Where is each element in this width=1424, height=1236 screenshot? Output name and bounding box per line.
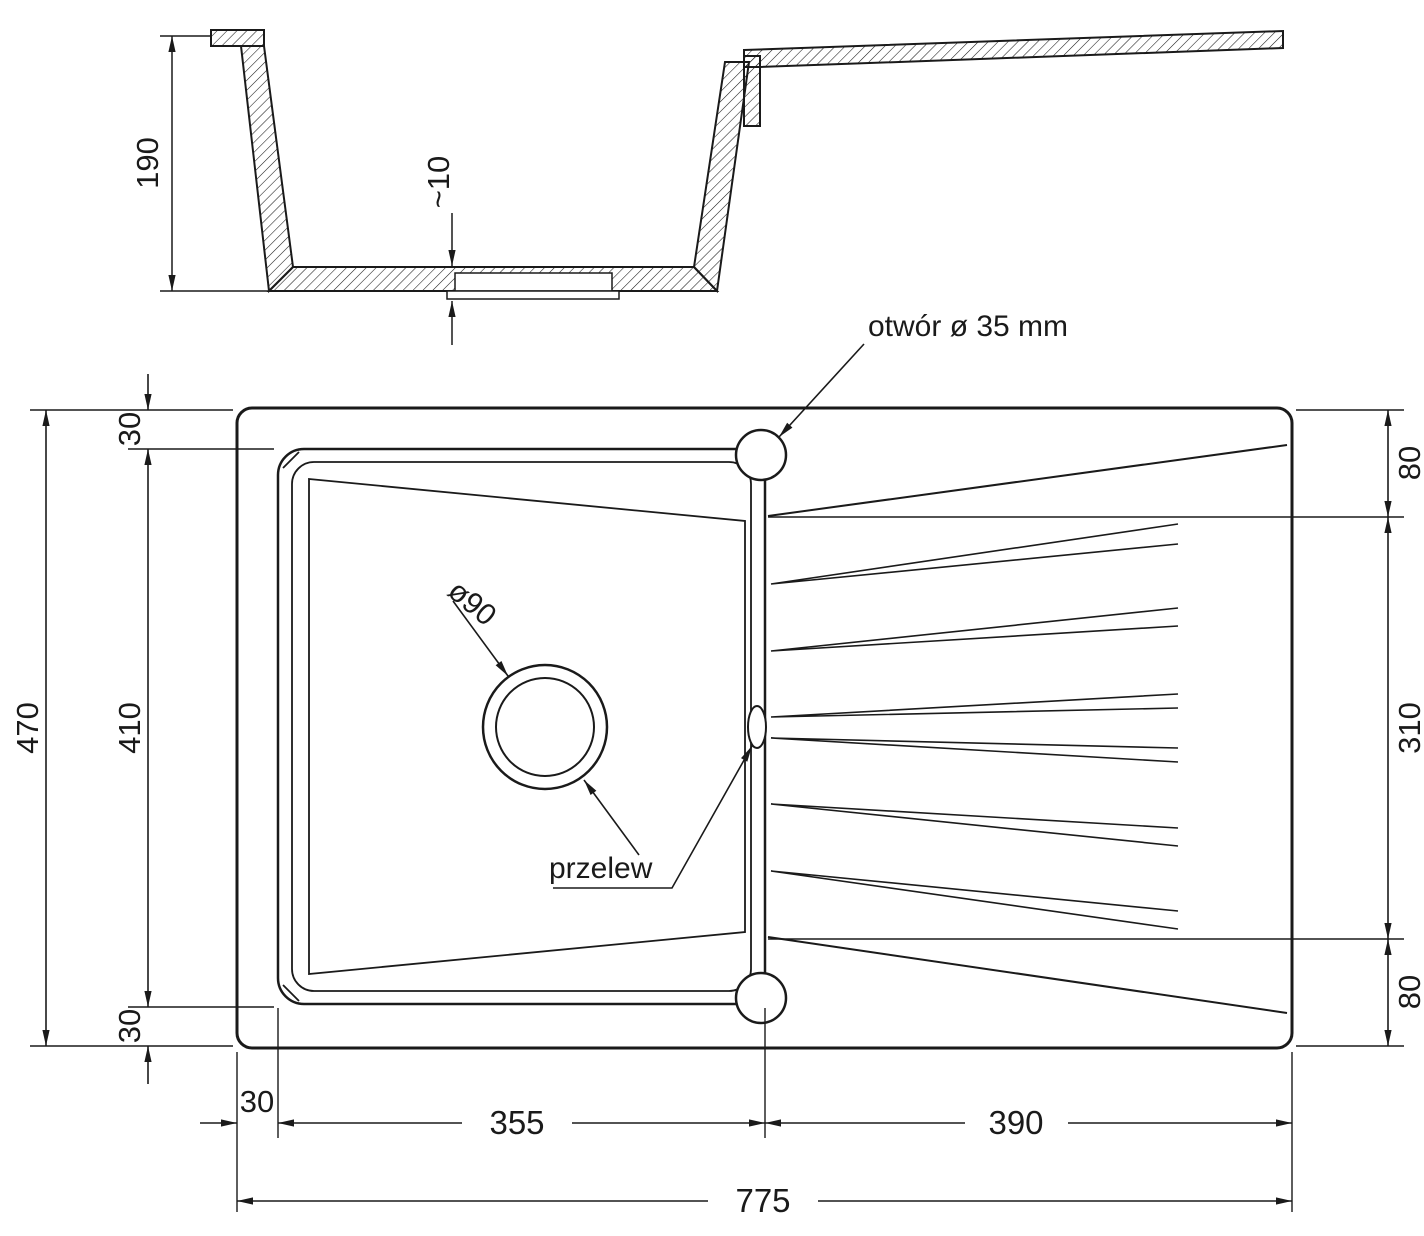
drainer-diagonal-bottom (767, 936, 1288, 1014)
tap-hole (734, 428, 788, 482)
section-dimensions (160, 35, 456, 345)
plan-view (30, 343, 1404, 1212)
section-drain-recess (454, 272, 613, 292)
dim-label-total-width: 775 (735, 1182, 790, 1219)
basin-bottom (308, 478, 746, 975)
annotation-tap-hole: otwór ø 35 mm (868, 310, 1068, 343)
basin (276, 447, 767, 1006)
dim-label-bowl-width: 355 (489, 1104, 544, 1141)
dim-label-right-top: 80 (1392, 446, 1424, 480)
drainer-groove (770, 803, 1179, 847)
annotation-drain-diameter: ø90 (442, 574, 503, 633)
leader-tap-hole (778, 343, 865, 438)
section-left-wall (239, 45, 295, 294)
section-drainer-board (743, 29, 1284, 68)
drainer-groove (770, 523, 1179, 585)
section-left-flange (210, 29, 265, 47)
drainer-groove (770, 693, 1179, 718)
leader-drain-lower (583, 779, 640, 856)
annotation-overflow: przelew (549, 852, 653, 885)
bottom-hole (734, 971, 788, 1025)
dim-label-left-total: 470 (10, 702, 45, 754)
basin-corner-chamfer (282, 984, 300, 1002)
dim-label-drainer-width: 390 (988, 1104, 1043, 1141)
drain-outer-circle (481, 663, 609, 791)
drain-inner-circle (495, 677, 595, 777)
dim-label-left-inner: 410 (112, 702, 147, 754)
dim-label-bottom-margin: 30 (240, 1084, 274, 1119)
drainer-groove (770, 607, 1179, 652)
drainer-diagonal-top (767, 444, 1288, 517)
drainer-area (767, 444, 1288, 1014)
drainer-groove (770, 870, 1179, 930)
dim-label-margin-top: 30 (112, 412, 147, 446)
leader-overflow (553, 745, 753, 889)
overflow-slot (747, 705, 767, 749)
dim-label-margin-bottom: 30 (112, 1009, 147, 1043)
dim-label-right-middle: 310 (1392, 702, 1424, 754)
dim-label-bottom-thickness: ~10 (421, 156, 456, 209)
cross-section-view (210, 29, 1284, 300)
basin-corner-chamfer (282, 451, 300, 469)
section-right-wall (692, 61, 751, 294)
dim-label-right-bottom: 80 (1392, 975, 1424, 1009)
drainer-groove (770, 737, 1179, 763)
dim-label-section-depth: 190 (130, 137, 165, 189)
leader-drain-upper (452, 600, 509, 677)
section-drain-flange (446, 290, 620, 300)
